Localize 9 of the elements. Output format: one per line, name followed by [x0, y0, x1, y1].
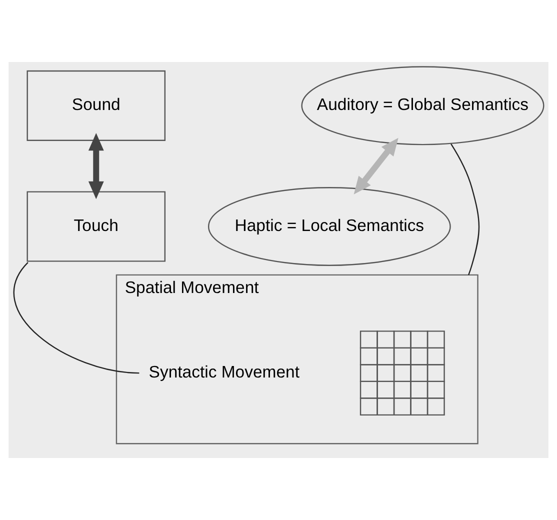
node-ellipse: Auditory = Global Semantics	[301, 66, 544, 146]
node-ellipse: Haptic = Local Semantics	[208, 187, 451, 266]
node-box: Sound	[26, 70, 166, 141]
arrow	[88, 133, 104, 200]
connector	[450, 144, 480, 276]
connector	[14, 262, 140, 374]
node-text: Syntactic Movement	[148, 362, 300, 382]
arrow	[354, 138, 398, 194]
node-box: Touch	[26, 191, 166, 262]
